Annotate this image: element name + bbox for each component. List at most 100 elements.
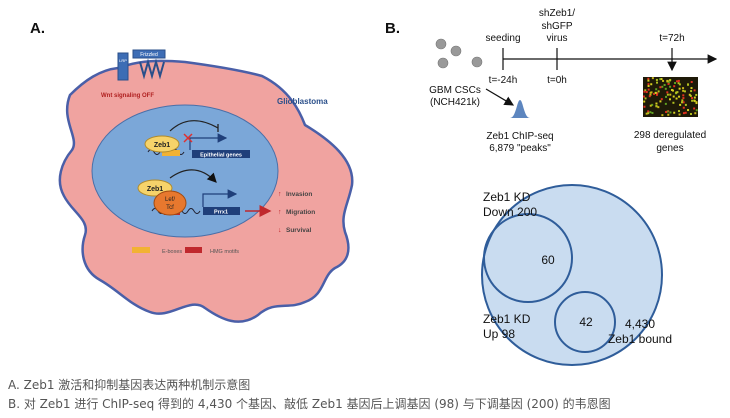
microarray-spot (690, 113, 693, 116)
microarray-spot (660, 98, 663, 101)
microarray-spot (668, 79, 671, 82)
cell-spheres-icon (435, 38, 483, 69)
microarray-spot (659, 78, 662, 81)
legend-swatch-e-boxes (132, 247, 150, 253)
microarray-spot (687, 109, 690, 112)
legend-hmg-motifs: HMG motifs (210, 249, 239, 255)
microarray-spot (666, 110, 669, 113)
microarray-spot (682, 89, 685, 92)
chipseq-label: Zeb1 ChIP-seq (486, 131, 553, 142)
microarray-spot (677, 82, 680, 85)
panel-b-label: B. (385, 20, 400, 37)
microarray-spot (667, 113, 670, 116)
microarray-spot (649, 111, 652, 114)
epithelial-genes-box (192, 150, 250, 158)
microarray-spot (673, 85, 676, 88)
kd-down-label-1: Zeb1 KD (483, 190, 531, 204)
frizzled-receptor (132, 49, 166, 59)
microarray-spot (650, 91, 653, 94)
microarray-spot (647, 83, 650, 86)
kd-down-label-2: Down 200 (483, 205, 537, 219)
microarray-spot (644, 89, 647, 92)
repression-arc (169, 120, 219, 132)
microarray-spot (651, 111, 654, 114)
lrp-receptor (117, 52, 129, 81)
microarray-spot (695, 93, 698, 96)
survival-label: Survival (286, 227, 311, 234)
microarray-spot (661, 85, 664, 88)
microarray-spot (649, 104, 652, 107)
microarray-spot (666, 79, 669, 82)
microarray-spot (661, 114, 664, 117)
microarray-spot (668, 98, 671, 101)
microarray-spot (649, 93, 652, 96)
microarray-spot (659, 86, 662, 89)
microarray-icon (643, 77, 698, 117)
microarray-spot (667, 81, 670, 84)
microarray-spot (655, 93, 658, 96)
microarray-spot (693, 107, 696, 110)
microarray-spot (651, 77, 654, 80)
microarray-spot (669, 93, 672, 96)
microarray-spot (660, 78, 663, 81)
microarray-spot (678, 113, 681, 116)
microarray-spot (681, 99, 684, 102)
microarray-spot (651, 103, 654, 106)
lef-label: Lef/ (165, 197, 175, 203)
caption-a: A. Zeb1 激活和抑制基因表达两种机制示意图 (8, 378, 251, 392)
microarray-spot (682, 106, 685, 109)
transcription-arrow-top (189, 133, 228, 150)
genes-label: genes (656, 143, 683, 154)
panel-a: A. LRP Frizzled Wnt signaling OFF Gliobl… (30, 20, 354, 323)
microarray-spot (676, 80, 679, 83)
microarray-spot (663, 83, 666, 86)
gbm-cscs-label: GBM CSCs (429, 85, 481, 96)
microarray-spot (678, 83, 681, 86)
microarray-spot (655, 105, 658, 108)
venn-diagram: Zeb1 KD Down 200 Zeb1 KD Up 98 4,430 Zeb… (481, 184, 672, 366)
microarray-spot (682, 94, 685, 97)
microarray-spot (687, 83, 690, 86)
bound-count: 4,430 (625, 317, 655, 331)
chip-arrow (485, 88, 515, 106)
outcomes: ↑ Invasion ↑ Migration ↓ Survival (278, 191, 315, 234)
microarray-spot (650, 83, 653, 86)
microarray-spot (662, 79, 665, 82)
peaks-label: 6,879 "peaks" (489, 143, 551, 154)
t-minus24-label: t=-24h (489, 75, 518, 86)
microarray-spot (680, 101, 683, 104)
microarray-spot (656, 92, 659, 95)
lrp-label: LRP (119, 58, 127, 63)
microarray-spot (657, 90, 660, 93)
microarray-spot (677, 79, 680, 82)
microarray-spot (675, 91, 678, 94)
up-arrow-icon: ↑ (278, 191, 282, 198)
venn-zeb1-bound (481, 184, 663, 366)
activation-arc (169, 169, 217, 183)
t0-label: t=0h (547, 75, 567, 86)
microarray-spot (671, 89, 674, 92)
migration-label: Migration (286, 209, 315, 216)
e-box (162, 150, 180, 156)
kd-up-label-1: Zeb1 KD (483, 312, 531, 326)
microarray-spot (656, 81, 659, 84)
microarray-spot (684, 111, 687, 114)
prrx1-box (203, 207, 240, 215)
microarray-spot (669, 111, 672, 114)
microarray-spot (673, 111, 676, 114)
microarray-spot (677, 110, 680, 113)
caption-b: B. 对 Zeb1 进行 ChIP-seq 得到的 4,430 个基因、敲低 Z… (8, 397, 611, 411)
microarray-spot (684, 103, 687, 106)
microarray-spot (664, 87, 667, 90)
microarray-spot (665, 95, 668, 98)
microarray-spot (688, 93, 691, 96)
microarray-spot (655, 78, 658, 81)
microarray-spot (690, 87, 693, 90)
microarray-spot (695, 109, 698, 112)
nch421k-label: (NCH421k) (430, 97, 480, 108)
lef-tcf-protein (153, 190, 187, 216)
venn-kd-down (483, 213, 573, 303)
legend-e-boxes: E-boxes (162, 249, 182, 255)
zeb1-label-bottom: Zeb1 (147, 186, 163, 193)
